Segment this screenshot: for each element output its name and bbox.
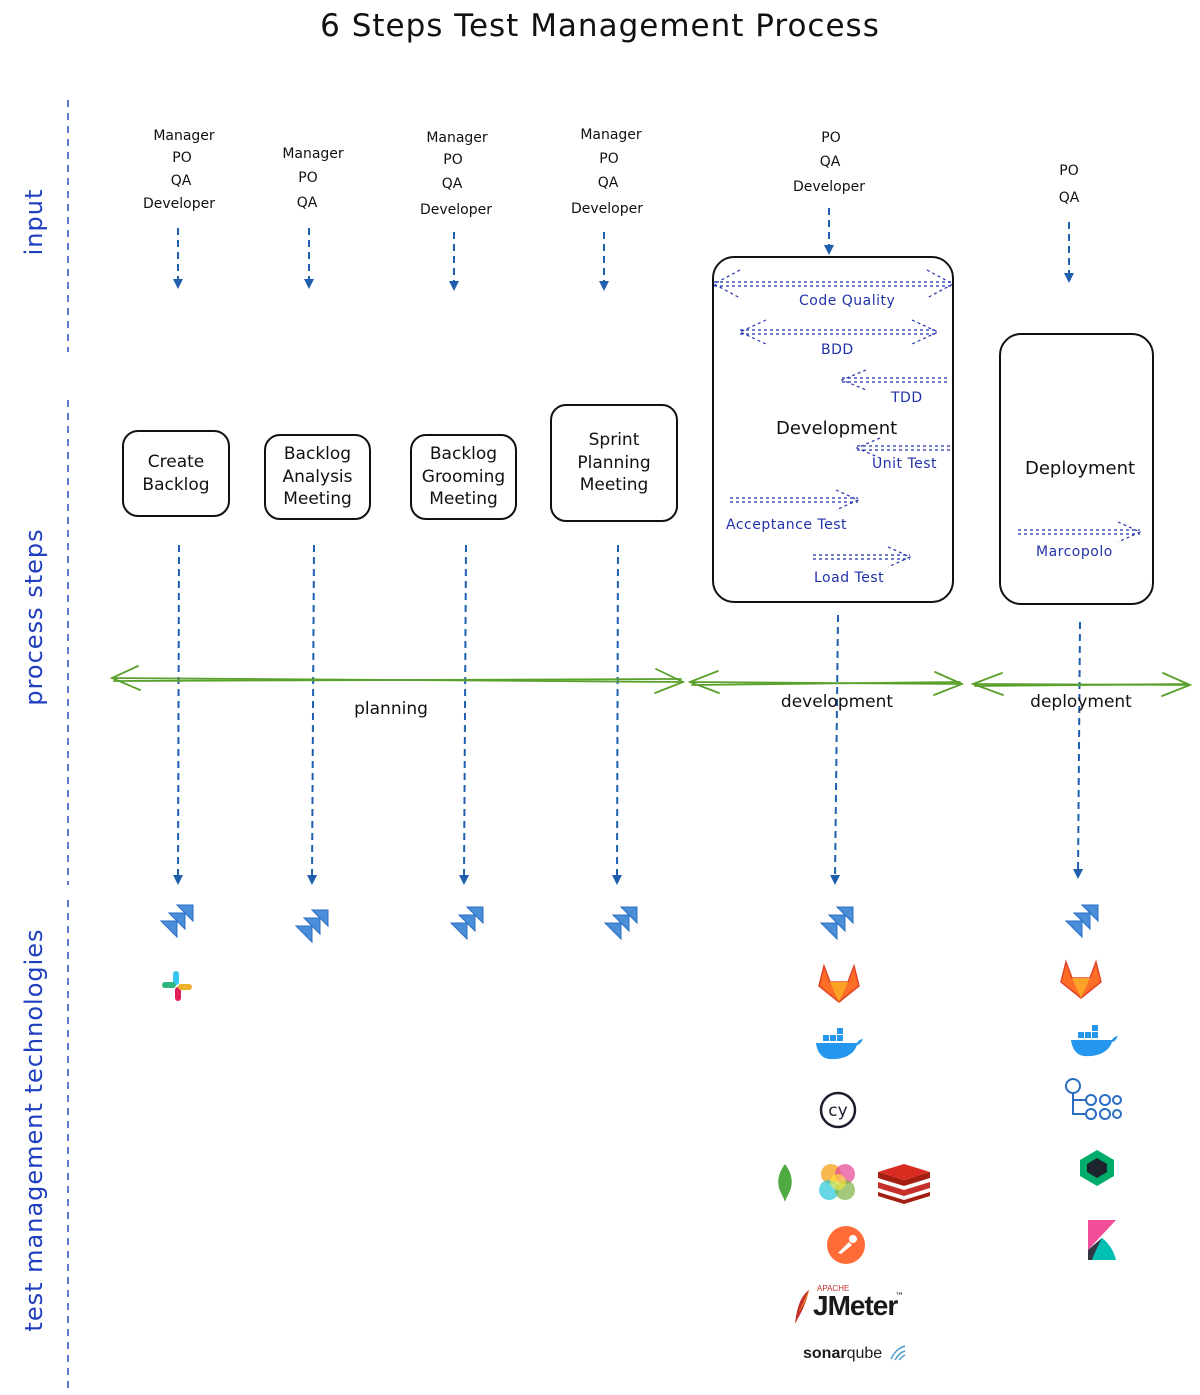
practice-arrow-code-quality xyxy=(712,269,955,299)
multicolor-ball-icon xyxy=(819,1164,855,1200)
qube-wordmark: qube xyxy=(846,1345,883,1362)
input-role: PO xyxy=(298,170,318,186)
phase-arrow-deployment xyxy=(970,672,1193,697)
phase-label-deployment: deployment xyxy=(1030,692,1132,712)
input-role: PO xyxy=(172,150,192,166)
phase-label-planning: planning xyxy=(354,699,428,719)
newrelic-icon xyxy=(1080,1150,1114,1186)
tech-arrow-4 xyxy=(612,544,623,885)
docker-icon xyxy=(816,1028,863,1060)
practice-arrow-marcopolo xyxy=(1018,521,1142,543)
step-create-backlog: Create Backlog xyxy=(122,430,230,517)
kibana-icon xyxy=(1088,1220,1116,1260)
practice-tdd: TDD xyxy=(891,390,923,406)
step-backlog-analysis-meeting: Backlog Analysis Meeting xyxy=(264,434,371,520)
sonarqube-logo: sonarqube xyxy=(803,1343,913,1367)
input-role: Manager xyxy=(426,130,488,146)
tech-arrow-6 xyxy=(1073,621,1084,879)
input-role: QA xyxy=(1058,190,1080,206)
practice-arrow-bdd xyxy=(738,319,940,345)
lane-label-technologies: test management technologies xyxy=(20,928,48,1332)
input-role: PO xyxy=(443,152,463,168)
lane-label-input: input xyxy=(20,188,48,256)
practice-arrow-unit-test xyxy=(855,437,952,459)
jira-icon xyxy=(603,906,638,941)
feather-icon xyxy=(795,1290,809,1324)
input-role: PO xyxy=(821,130,841,146)
input-role: QA xyxy=(296,195,318,211)
input-role: QA xyxy=(819,154,841,170)
input-role: Manager xyxy=(580,127,642,143)
cypress-logo-text: cy xyxy=(828,1101,847,1121)
input-role: Manager xyxy=(153,128,215,144)
practice-arrow-tdd xyxy=(840,369,948,391)
jira-icon xyxy=(1064,904,1099,939)
input-role: PO xyxy=(599,151,619,167)
jira-icon xyxy=(294,909,329,944)
sonar-wordmark: sonar xyxy=(803,1345,847,1362)
jira-icon xyxy=(819,906,854,941)
lane-label-process-steps: process steps xyxy=(20,528,48,706)
tech-arrow-2 xyxy=(307,544,318,885)
input-role: QA xyxy=(441,176,463,192)
step-development-label: Development xyxy=(776,418,898,439)
practice-unit-test: Unit Test xyxy=(872,456,938,472)
step-deployment-box xyxy=(999,333,1154,605)
input-role: Manager xyxy=(282,146,344,162)
jmeter-apache-text: APACHE xyxy=(817,1284,850,1293)
sonar-wave-icon xyxy=(890,1345,906,1361)
tech-arrow-1 xyxy=(173,544,184,885)
jmeter-logo: APACHE JMeter ™ xyxy=(793,1284,913,1328)
step-deployment-label: Deployment xyxy=(1025,458,1136,479)
diagram-title: 6 Steps Test Management Process xyxy=(320,8,880,44)
mongodb-icon xyxy=(778,1164,792,1202)
jira-icon xyxy=(159,904,194,939)
slack-icon xyxy=(162,971,192,1001)
phase-arrow-development xyxy=(687,670,965,696)
step-backlog-grooming-meeting: Backlog Grooming Meeting xyxy=(410,434,517,520)
practice-load-test: Load Test xyxy=(814,570,885,586)
input-role: Developer xyxy=(142,196,216,212)
practice-code-quality: Code Quality xyxy=(799,293,896,309)
step-sprint-planning-meeting: Sprint Planning Meeting xyxy=(550,404,678,522)
tech-arrow-5 xyxy=(830,614,841,885)
jira-icon xyxy=(449,906,484,941)
input-role: QA xyxy=(170,173,192,189)
practice-marcopolo: Marcopolo xyxy=(1036,544,1113,560)
step-development-box xyxy=(712,256,954,603)
practice-bdd: BDD xyxy=(821,342,854,358)
pipeline-icon xyxy=(1065,1078,1122,1120)
input-role: QA xyxy=(597,175,619,191)
cypress-icon: cy xyxy=(819,1091,857,1129)
practice-arrow-acceptance-test xyxy=(730,489,860,511)
input-role: Developer xyxy=(570,201,644,217)
jmeter-trademark: ™ xyxy=(895,1292,904,1302)
input-role: Developer xyxy=(419,202,493,218)
jmeter-wordmark: JMeter xyxy=(813,1290,898,1321)
practice-arrow-load-test xyxy=(813,546,912,568)
docker-icon xyxy=(1071,1025,1118,1057)
postman-icon xyxy=(827,1226,865,1264)
phase-arrow-planning xyxy=(109,665,686,694)
practice-acceptance-test: Acceptance Test xyxy=(726,517,847,533)
redis-icon xyxy=(878,1164,930,1204)
gitlab-icon xyxy=(1060,959,1102,999)
input-role: Developer xyxy=(792,179,866,195)
input-role: PO xyxy=(1059,163,1079,179)
phase-label-development: development xyxy=(780,692,894,712)
gitlab-icon xyxy=(818,963,860,1003)
tech-arrow-3 xyxy=(459,544,470,885)
